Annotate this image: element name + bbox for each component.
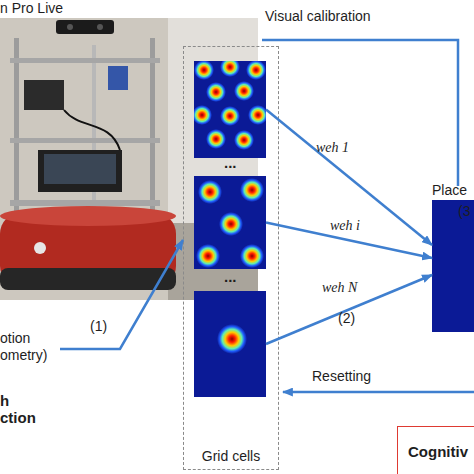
firing-field xyxy=(220,61,240,77)
grid-map-image xyxy=(194,291,266,397)
robot-cable xyxy=(64,110,120,150)
edge-label: weh i xyxy=(330,218,360,234)
grid-cell-map xyxy=(194,291,266,397)
place-cell-field xyxy=(432,200,474,332)
node-text: n Pro Live xyxy=(0,0,63,17)
grid-map-image xyxy=(194,176,266,269)
grid-cell-map xyxy=(194,61,266,158)
robot-shelf xyxy=(10,138,160,143)
edge-label: (1) xyxy=(90,318,107,334)
figure-label: h ction xyxy=(0,392,44,427)
robot-pole xyxy=(150,38,155,218)
node-text: Cognitiv xyxy=(408,443,474,461)
firing-field xyxy=(220,106,240,126)
firing-field xyxy=(206,129,226,149)
firing-field xyxy=(198,180,222,204)
firing-field xyxy=(248,105,266,125)
robot-pole xyxy=(14,38,19,218)
connector-arrow xyxy=(266,275,432,344)
firing-field xyxy=(246,61,266,80)
node-text: Place xyxy=(432,182,474,199)
laptop-screen xyxy=(44,154,116,184)
firing-field xyxy=(240,244,264,268)
edge-label: weh N xyxy=(322,280,357,296)
robot-camera xyxy=(56,20,114,34)
grid-map-image xyxy=(194,61,266,158)
robot-shelf xyxy=(10,58,160,63)
figure-label: Resetting xyxy=(312,368,412,384)
figure-label: ... xyxy=(224,268,264,285)
firing-field xyxy=(206,82,226,102)
grid-cell-map xyxy=(194,176,266,269)
edge-label: weh 1 xyxy=(316,140,349,156)
robot-shelf xyxy=(10,200,160,206)
firing-field xyxy=(194,61,214,80)
input-text: otion ometry) xyxy=(0,330,60,368)
firing-field xyxy=(196,244,220,268)
connector-arrow xyxy=(266,110,432,246)
robot-base-top xyxy=(0,206,176,226)
calibration-line xyxy=(262,40,458,186)
firing-field xyxy=(194,105,212,125)
node-text: Grid cells xyxy=(202,448,260,465)
robot-logo xyxy=(34,242,46,254)
cognitive-map-box: Cognitiv xyxy=(397,426,474,474)
resetting-arrow xyxy=(283,391,474,394)
grid-cell-group: Grid cells xyxy=(183,46,279,470)
node-text: otion ometry) xyxy=(0,330,60,364)
firing-field xyxy=(234,130,254,150)
robot-device xyxy=(108,66,128,90)
robot-laptop xyxy=(38,150,122,192)
figure-label: Visual calibration xyxy=(265,8,425,24)
robot-bumper xyxy=(0,268,176,290)
firing-field xyxy=(234,81,254,101)
firing-field xyxy=(217,324,247,354)
firing-field xyxy=(219,212,243,236)
figure-label: (3 xyxy=(458,203,474,219)
figure-label: ... xyxy=(224,154,264,171)
camera-lens xyxy=(97,24,103,30)
firing-field xyxy=(240,178,264,202)
figure-label: (2) xyxy=(338,310,378,326)
connector-arrow xyxy=(60,240,183,349)
robot-device xyxy=(24,80,64,110)
camera-lens xyxy=(67,24,73,30)
